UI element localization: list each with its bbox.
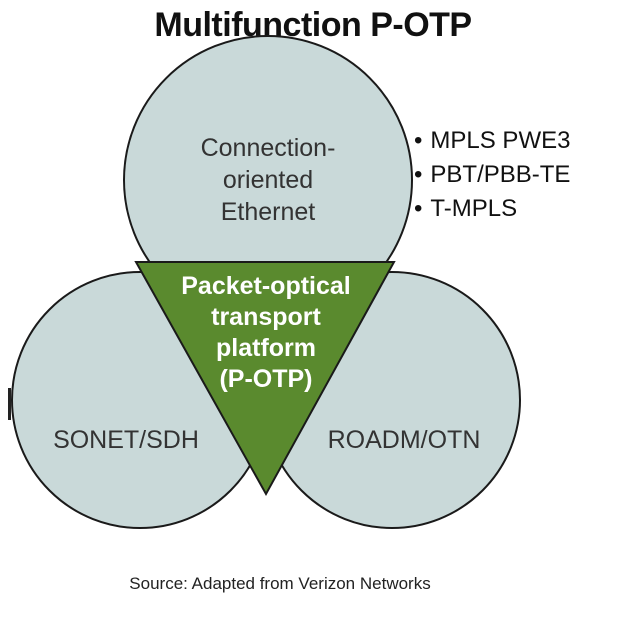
center-label-3: platform: [216, 334, 316, 362]
feature-label: MPLS PWE3: [430, 127, 571, 154]
center-label-2: transport: [211, 303, 321, 331]
center-region: [134, 261, 396, 497]
bullet-icon: •: [414, 161, 423, 188]
left-circle-label: SONET/SDH: [53, 426, 199, 454]
top-circle-label-3: Ethernet: [221, 198, 316, 226]
right-circle-label: ROADM/OTN: [328, 426, 481, 454]
feature-label: PBT/PBB-TE: [430, 161, 571, 188]
edge-mark: [8, 388, 11, 420]
diagram-title: Multifunction P-OTP: [154, 6, 472, 44]
bullet-icon: •: [414, 195, 423, 222]
source-note: Source: Adapted from Verizon Networks: [129, 574, 431, 593]
top-circle-label-2: oriented: [223, 166, 313, 194]
feature-item: • T-MPLS: [414, 192, 570, 226]
top-circle-label-1: Connection-: [201, 134, 336, 162]
center-label-4: (P-OTP): [219, 365, 312, 393]
feature-list: • MPLS PWE3 • PBT/PBB-TE • T-MPLS: [414, 124, 570, 226]
center-label-1: Packet-optical: [181, 272, 351, 300]
bullet-icon: •: [414, 127, 423, 154]
feature-label: T-MPLS: [430, 195, 518, 222]
feature-item: • MPLS PWE3: [414, 124, 570, 158]
feature-item: • PBT/PBB-TE: [414, 158, 570, 192]
